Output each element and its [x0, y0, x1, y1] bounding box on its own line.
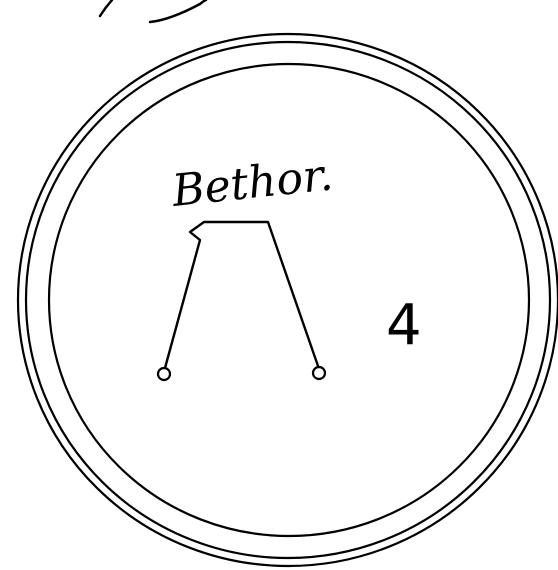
- sigil-left-terminal: [158, 368, 170, 380]
- sigil-figure: [158, 222, 325, 380]
- top-edge-stroke: [100, 0, 206, 22]
- inner-ring: [49, 64, 529, 536]
- seal-number: 4: [386, 293, 422, 358]
- sigil-stroke: [165, 222, 318, 368]
- sigil-right-terminal: [313, 367, 325, 379]
- outer-ring-inner: [26, 42, 550, 558]
- outer-ring-outer: [18, 34, 558, 566]
- seal-name: Bethor.: [169, 149, 336, 217]
